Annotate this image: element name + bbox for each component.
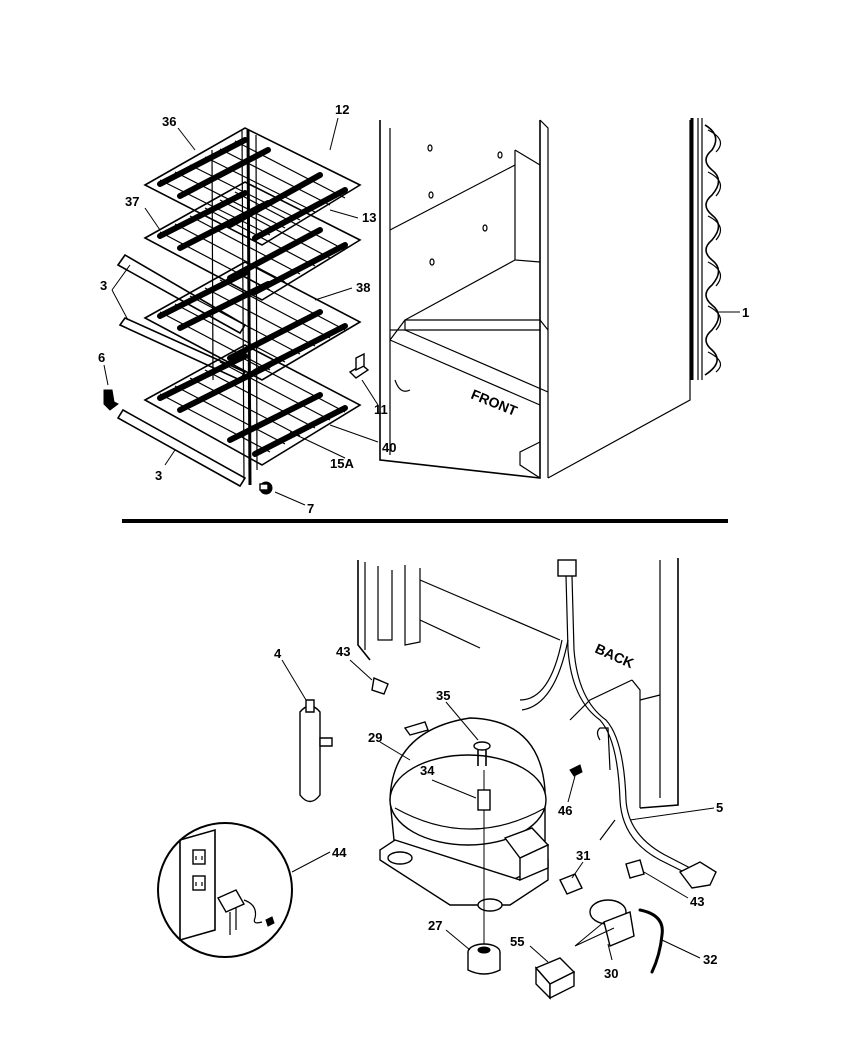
compressor <box>379 717 550 912</box>
grommet-27 <box>467 943 501 975</box>
evaporator-shelves <box>143 127 362 486</box>
standoff-34 <box>477 789 491 811</box>
wiring-harness <box>519 559 717 889</box>
shelf-rails <box>116 253 247 488</box>
back-label: BACK <box>593 640 636 671</box>
callout-11: 11 <box>374 402 388 417</box>
filter-drier <box>299 699 333 803</box>
callout-5: 5 <box>716 800 723 815</box>
relay-31 <box>559 873 583 895</box>
callout-31: 31 <box>576 848 590 863</box>
lower-cabinet <box>357 558 679 809</box>
callout-43-lower: 43 <box>690 894 704 909</box>
callout-37: 37 <box>125 194 139 209</box>
callout-29: 29 <box>368 730 382 745</box>
lower-leaders <box>281 659 715 963</box>
front-label: FRONT <box>469 386 520 419</box>
overload-30 <box>589 899 635 947</box>
clip-43-lower <box>625 859 645 879</box>
callout-12: 12 <box>335 102 349 117</box>
screw-46 <box>569 764 583 777</box>
callout-3-lower: 3 <box>155 468 162 483</box>
condenser-coil <box>690 118 722 380</box>
callout-7: 7 <box>307 501 314 516</box>
relay-cover-55 <box>534 957 576 1000</box>
callout-15a: 15A <box>330 456 354 471</box>
callout-36: 36 <box>162 114 176 129</box>
part-7-clip <box>259 481 273 495</box>
wire-32 <box>638 908 664 974</box>
cabinet-shell <box>379 119 691 479</box>
callout-34: 34 <box>420 763 435 778</box>
callout-32: 32 <box>703 952 717 967</box>
callout-46: 46 <box>558 803 572 818</box>
callout-40: 40 <box>382 440 396 455</box>
callout-44: 44 <box>332 845 347 860</box>
clip-11 <box>348 352 370 379</box>
callout-30: 30 <box>604 966 618 981</box>
part-6-bracket <box>103 389 119 411</box>
callout-35: 35 <box>436 688 450 703</box>
upper-leaders <box>103 117 740 506</box>
callout-38: 38 <box>356 280 370 295</box>
callout-6: 6 <box>98 350 105 365</box>
callout-1: 1 <box>742 305 749 320</box>
callout-43-upper: 43 <box>336 644 350 659</box>
callout-13: 13 <box>362 210 376 225</box>
screw-35 <box>473 741 491 766</box>
callout-27: 27 <box>428 918 442 933</box>
callout-4: 4 <box>274 646 282 661</box>
callout-55: 55 <box>510 934 524 949</box>
callout-3-upper: 3 <box>100 278 107 293</box>
outlet-inset <box>157 822 293 958</box>
clip-43-upper <box>371 677 389 695</box>
